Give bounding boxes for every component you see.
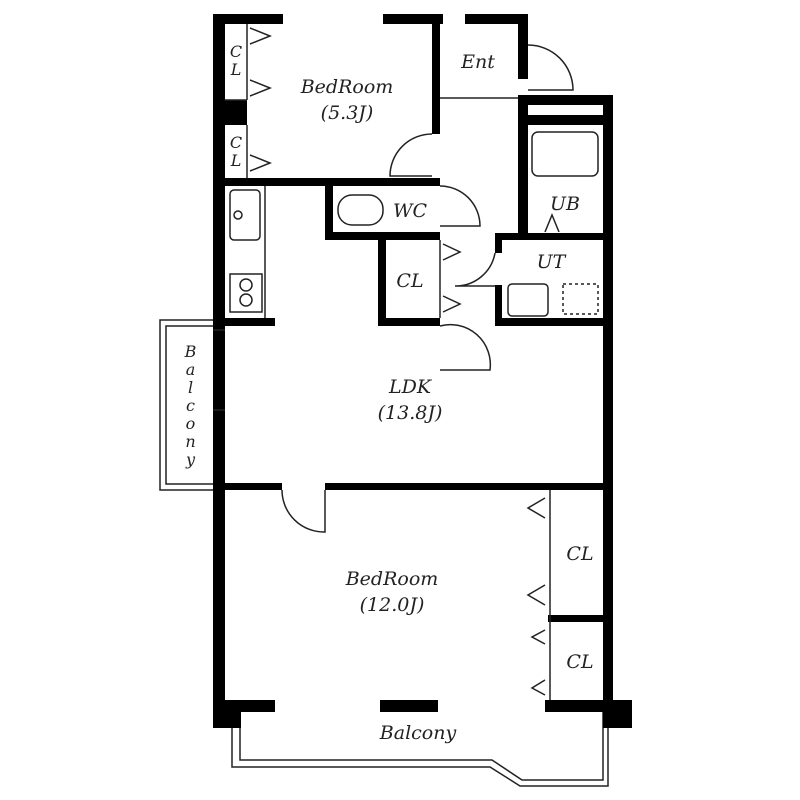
room-name: BedRoom: [300, 76, 394, 98]
washbasin-icon: [507, 283, 549, 317]
side-balcony-outline: [159, 319, 213, 491]
walls: [213, 14, 632, 728]
side-balcony-inner: [165, 325, 213, 485]
closet-door-icon: [249, 27, 273, 45]
bathtub-icon: [531, 131, 599, 177]
washer-space-icon: [562, 283, 599, 315]
closet-top-1-label: C L: [229, 42, 243, 79]
room-name: LDK: [388, 376, 432, 398]
balconies: [159, 319, 609, 787]
bottom-balcony-label: Balcony: [379, 722, 457, 744]
ldk-label: LDK (13.8J): [378, 374, 443, 426]
room-name: BedRoom: [345, 568, 439, 590]
closet-hall-label: CL: [396, 270, 424, 292]
bedroom-small-label: BedRoom (5.3J): [301, 74, 394, 126]
closet-right-1-label: CL: [566, 543, 594, 565]
toilet-label: WC: [392, 200, 428, 222]
room-size: (5.3J): [320, 102, 374, 124]
sink-icon: [229, 189, 261, 241]
bedroom-large-label: BedRoom (12.0J): [346, 566, 439, 618]
stove-icon: [229, 273, 263, 313]
bottom-balcony-inner: [239, 712, 604, 781]
fixtures: [213, 24, 599, 700]
utility-label: UT: [536, 251, 566, 273]
closet-top-2-label: C L: [229, 133, 243, 170]
toilet-icon: [337, 194, 384, 226]
entrance-door-icon: [527, 44, 574, 91]
unit-bath-label: UB: [550, 193, 580, 215]
side-balcony-label: Balcony: [181, 342, 200, 468]
room-size: (12.0J): [359, 594, 425, 616]
door-swing-icon: [389, 133, 433, 177]
bottom-balcony-outline: [231, 712, 609, 787]
entrance-label: Ent: [461, 51, 495, 73]
room-size: (13.8J): [377, 402, 443, 424]
closet-right-2-label: CL: [566, 651, 594, 673]
